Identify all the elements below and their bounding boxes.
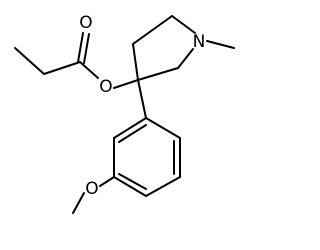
- bond-ring-c3-c4: [132, 43, 139, 81]
- carbonyl-oxygen-label: O: [79, 13, 92, 33]
- bond-ring-to-phenyl: [137, 79, 147, 119]
- bond-phenyl-methoxy-oxygen: [99, 176, 115, 187]
- bond-carbonyl-double-1: [77, 32, 84, 63]
- bond-ester-oxygen-ring-carbon: [113, 79, 139, 89]
- bond-ethyl-ch3-ch2: [14, 47, 45, 75]
- bond-n-methyl: [206, 40, 235, 49]
- bond-phenyl-c1-c2: [145, 117, 181, 139]
- bond-ring-c2-c3: [137, 67, 179, 81]
- molecule-structure-diagram: O O N O: [14, 13, 235, 214]
- ring-nitrogen-label: N: [193, 32, 206, 52]
- bond-phenyl-c4-c5: [113, 176, 147, 197]
- bond-phenyl-c6-c1: [113, 117, 147, 139]
- ester-oxygen-label: O: [99, 77, 112, 97]
- bond-phenyl-c6-c1-inner: [118, 124, 147, 143]
- bond-carbonyl-ester-oxygen: [79, 61, 99, 79]
- bond-carbonyl-double-2: [83, 33, 90, 64]
- bond-ring-c4-c5: [132, 15, 173, 45]
- methoxy-oxygen-label: O: [85, 179, 98, 199]
- bond-ring-c5-n: [171, 15, 196, 34]
- bond-phenyl-c4-c5-inner: [118, 173, 147, 190]
- bond-ethyl-ch2-carbonyl: [43, 61, 81, 75]
- bond-phenyl-c3-c4: [145, 176, 181, 197]
- bond-ring-n-c2: [177, 48, 194, 69]
- bond-methoxy-methyl: [72, 192, 85, 214]
